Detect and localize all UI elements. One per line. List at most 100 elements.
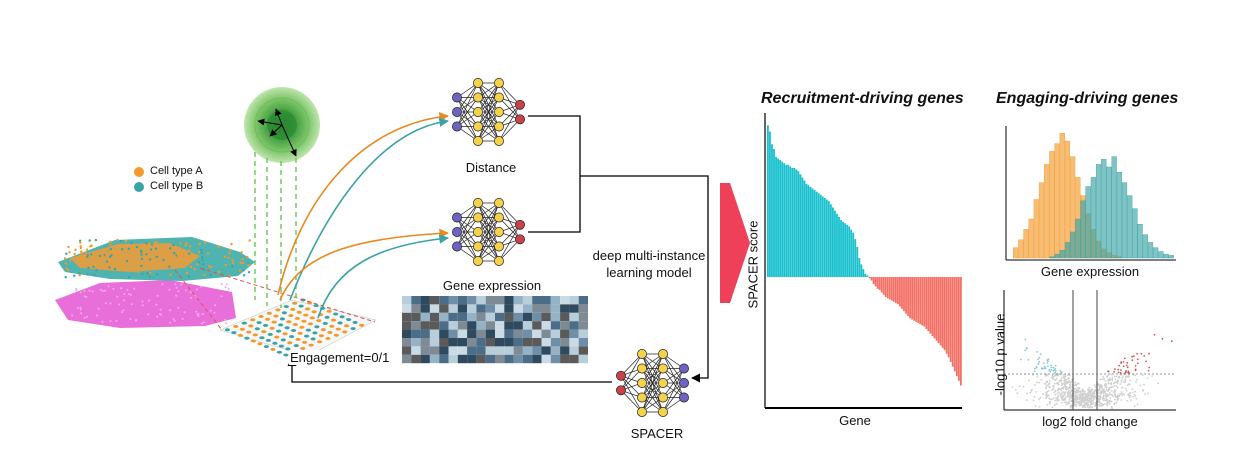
grid-spot [280, 338, 286, 342]
volcano-point [1064, 394, 1067, 396]
histogram-bar [1070, 231, 1076, 259]
network-edge [498, 239, 521, 262]
volcano-point [1112, 395, 1115, 398]
volcano-point [1131, 355, 1133, 358]
volcano-point [1044, 383, 1047, 385]
volcano-point [1070, 404, 1073, 407]
volcano-point [1147, 392, 1149, 395]
heatmap-cell [467, 338, 477, 347]
volcano-point [1120, 379, 1123, 382]
heatmap-cell [439, 329, 449, 338]
grid-spot [325, 337, 331, 340]
volcano-point [1145, 360, 1147, 363]
volcano-point [1107, 381, 1110, 384]
volcano-point [1068, 389, 1070, 392]
tissue-spot [154, 260, 157, 263]
network-edge [498, 104, 521, 142]
grid-spot [331, 318, 337, 322]
bar [915, 277, 918, 322]
histogram-bar [1101, 158, 1107, 259]
volcano-point [1038, 381, 1041, 384]
tissue-spot [107, 264, 110, 267]
volcano-point [1058, 399, 1061, 402]
volcano-point [1130, 399, 1132, 402]
bar [801, 177, 804, 277]
bar [775, 156, 777, 277]
grid-spot [259, 336, 265, 340]
bar [866, 275, 869, 277]
heatmap-cell [467, 312, 477, 322]
volcano-point [1120, 380, 1123, 383]
volcano-point [1046, 359, 1049, 362]
tissue-spot [201, 258, 204, 262]
heatmap-cell [467, 321, 477, 330]
heatmap-cell [402, 338, 412, 347]
bar [842, 221, 844, 277]
histogram-bar [1075, 218, 1081, 259]
network-edge [498, 82, 521, 106]
heatmap-cell [476, 354, 486, 364]
heatmap-cell [402, 354, 412, 364]
tissue-spot [108, 240, 112, 244]
network-node [473, 107, 483, 117]
volcano-point [1045, 392, 1048, 395]
volcano-point [1148, 352, 1150, 355]
heatmap-cell [420, 312, 430, 322]
tissue-spot [84, 257, 87, 260]
volcano-point [1108, 392, 1111, 394]
volcano-point [1079, 397, 1081, 400]
tissue-spot [147, 242, 150, 245]
tissue-texture [227, 287, 230, 290]
volcano-point [1068, 385, 1071, 388]
tissue-spot [247, 263, 250, 267]
heatmap-cell [420, 329, 430, 338]
bar [856, 246, 859, 277]
volcano-point [1104, 380, 1107, 382]
volcano-point [1114, 393, 1116, 395]
tissue-spot [166, 263, 169, 266]
volcano-point [1064, 375, 1067, 378]
volcano-point [1063, 375, 1065, 378]
volcano-point [1098, 384, 1101, 387]
bar [785, 164, 788, 277]
bar [925, 277, 928, 329]
network-node [616, 370, 626, 381]
bar [959, 277, 962, 386]
histogram-bar [1028, 218, 1034, 259]
volcano-point [1052, 384, 1054, 387]
volcano-point [1057, 387, 1060, 390]
bar [858, 258, 861, 277]
volcano-point [1070, 406, 1073, 408]
tissue-spot [113, 267, 117, 271]
volcano-point [1047, 390, 1050, 392]
histogram-bar [1153, 247, 1159, 259]
tissue-spot [109, 247, 113, 251]
volcano-point [1104, 390, 1107, 393]
volcano-point [1084, 406, 1087, 409]
hist-xlabel: Gene expression [1040, 264, 1140, 279]
network-edge [620, 353, 643, 391]
bar [937, 277, 940, 344]
tissue-spot [73, 274, 76, 277]
tissue-spot [145, 241, 148, 245]
heatmap-cell [522, 329, 533, 338]
heatmap-cell [569, 329, 579, 338]
network-edge [456, 217, 479, 247]
tissue-texture [201, 312, 204, 315]
tissue-spot [188, 252, 191, 255]
volcano-point [1151, 375, 1153, 377]
heatmap-cell [495, 329, 505, 338]
legend-label-a: Cell type A [150, 165, 203, 177]
tissue-texture [99, 288, 102, 291]
volcano-point [1113, 375, 1116, 378]
volcano-point [1049, 370, 1052, 373]
network-node [452, 241, 462, 252]
bar [791, 167, 794, 277]
grid-spot [312, 331, 318, 335]
network-edge [477, 231, 500, 262]
tissue-spot [239, 261, 242, 264]
volcano-point [1062, 373, 1064, 376]
volcano-point [1124, 357, 1126, 360]
connector-lines [287, 115, 709, 383]
network-node [473, 136, 483, 146]
